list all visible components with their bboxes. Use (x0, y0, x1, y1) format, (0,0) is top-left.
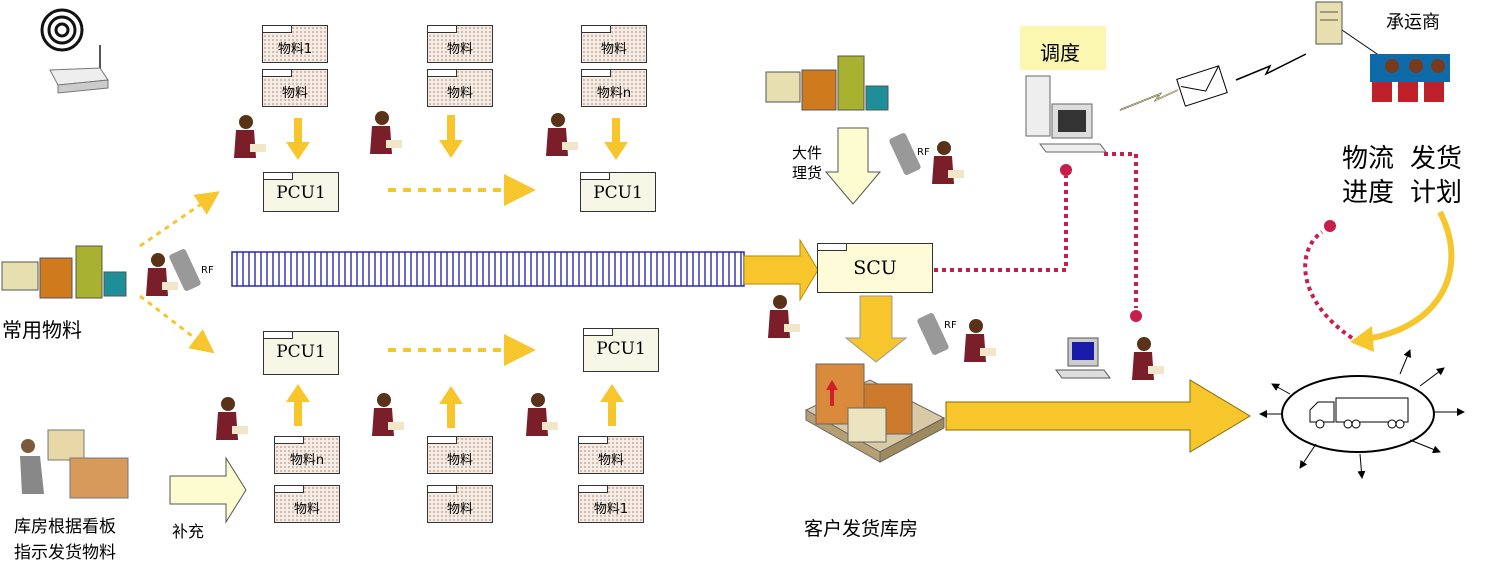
dispatch-panel (1020, 26, 1106, 70)
material-folder: 物料 (427, 436, 493, 474)
dispatch-label: 调度 (1040, 41, 1080, 65)
bulk-line1: 大件 (792, 144, 823, 162)
arrow-up-1 (286, 384, 310, 426)
arrow-to-scu (743, 238, 819, 302)
scu-arrow-down (844, 295, 908, 363)
rf-label-left: RF (201, 265, 214, 276)
material-label: 物料 (446, 42, 473, 57)
pcu-box: PCU1 (263, 331, 339, 375)
plan-curve (1359, 210, 1455, 343)
pcu-box: PCU1 (580, 172, 656, 212)
material-label: 物料1 (277, 42, 313, 57)
arrow-up-3 (600, 384, 624, 426)
kanban-line2: 指示发货物料 (14, 543, 116, 563)
distribution-arrows (1259, 349, 1465, 479)
material-label: 物料 (446, 453, 473, 468)
material-folder: 物料1 (578, 485, 644, 523)
material-folder: 物料 (274, 485, 340, 523)
carrier-people-icon (1370, 54, 1450, 102)
bulk-arrow-down (824, 127, 882, 205)
material-folder: 物料 (262, 69, 328, 107)
carrier-label: 承运商 (1386, 12, 1440, 33)
bulk-boxes-icon (765, 55, 889, 111)
shipping-computer-icon (1055, 337, 1111, 379)
replenish-arrow (169, 456, 247, 524)
kanban-line1: 库房根据看板 (14, 517, 116, 537)
material-label: 物料 (600, 42, 627, 57)
material-label: 物料 (281, 86, 308, 101)
material-folder: 物料 (427, 25, 493, 63)
link-node-3 (1324, 220, 1336, 232)
pcu-label: PCU1 (596, 339, 646, 359)
conveyor-belt (231, 251, 745, 287)
material-label: 物料n (596, 86, 632, 101)
material-folder: 物料 (427, 69, 493, 107)
scu-box: SCU (817, 243, 933, 293)
shipping-warehouse-icon (804, 363, 946, 463)
rf-label-scu: RF (944, 320, 957, 331)
material-folder: 物料n (274, 436, 340, 474)
pcu-box: PCU1 (263, 172, 339, 212)
arrow-down-2 (439, 115, 463, 158)
dispatch-computer-icon (1025, 75, 1107, 153)
carrier-server-icon (1315, 1, 1381, 57)
pcu-label: PCU1 (276, 183, 326, 203)
pcu-label: PCU1 (593, 183, 643, 203)
material-label: 物料 (446, 86, 473, 101)
arrow-down-1 (286, 118, 310, 160)
shipping-warehouse-label: 客户发货库房 (804, 518, 919, 540)
message-envelope-icon (1119, 53, 1307, 111)
shipping-plan-line2: 计划 (1410, 178, 1463, 208)
wireless-router-icon (40, 8, 109, 94)
kanban-operator-icon (20, 429, 129, 499)
material-label: 物料 (293, 502, 320, 517)
material-label: 物料1 (593, 502, 629, 517)
pcu-box: PCU1 (583, 328, 659, 372)
replenish-label: 补充 (172, 522, 205, 541)
data-links (934, 152, 1354, 340)
link-node-2 (1130, 310, 1142, 322)
dashed-arrow-down (139, 294, 215, 354)
arrow-up-2 (439, 386, 463, 428)
bulk-line2: 理货 (792, 164, 823, 182)
shipment-arrow (945, 379, 1251, 453)
rf-label-bulk: RF (917, 147, 930, 158)
common-materials-label: 常用物料 (2, 318, 82, 342)
logistics-progress-line2: 进度 (1342, 178, 1395, 208)
link-node-1 (1060, 164, 1072, 176)
arrow-down-3 (604, 118, 628, 160)
material-label: 物料n (289, 453, 325, 468)
common-materials-boxes-icon (1, 245, 127, 299)
shipping-plan-line1: 发货 (1410, 144, 1463, 174)
logistics-progress-line1: 物流 (1342, 144, 1395, 174)
material-label: 物料 (446, 502, 473, 517)
material-folder: 物料 (578, 436, 644, 474)
dashed-arrow-up (139, 191, 220, 248)
scu-label: SCU (853, 257, 897, 279)
material-folder: 物料 (581, 25, 647, 63)
material-folder: 物料1 (262, 25, 328, 63)
material-folder: 物料 (427, 485, 493, 523)
pcu-label: PCU1 (276, 342, 326, 362)
material-label: 物料 (597, 453, 624, 468)
truck-icon (1309, 397, 1409, 429)
material-folder: 物料n (581, 69, 647, 107)
